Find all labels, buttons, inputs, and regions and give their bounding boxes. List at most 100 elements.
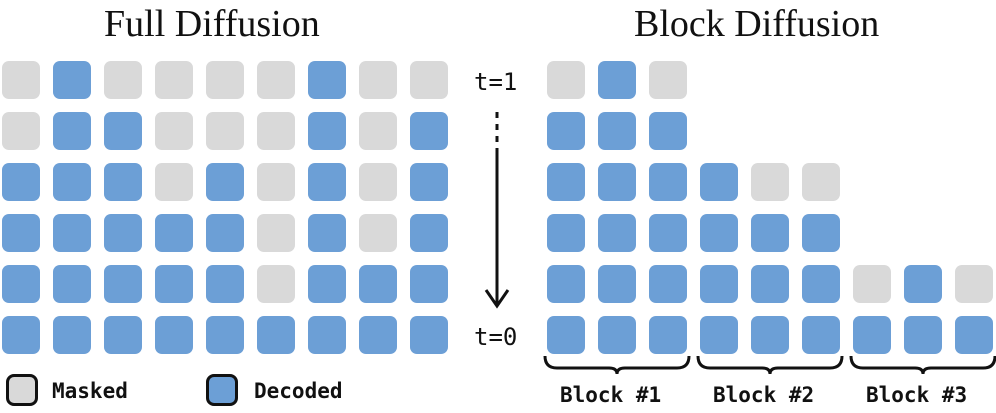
masked-token-cell [206,112,244,150]
decoded-token-cell [2,265,40,303]
masked-token-cell [853,265,891,303]
decoded-token-cell [53,163,91,201]
decoded-token-cell [308,61,346,99]
masked-token-cell [155,163,193,201]
decoded-token-cell [598,214,636,252]
decoded-token-cell [649,265,687,303]
masked-token-cell [155,112,193,150]
decoded-token-cell [955,316,993,354]
block-diffusion-title: Block Diffusion [634,3,880,45]
decoded-token-cell [308,214,346,252]
masked-token-cell [802,163,840,201]
decoded-token-cell [155,316,193,354]
masked-token-cell [257,61,295,99]
decoded-token-cell [649,214,687,252]
masked-token-cell [410,61,448,99]
decoded-token-cell [751,214,789,252]
decoded-token-cell [802,265,840,303]
decoded-token-cell [53,214,91,252]
masked-token-cell [257,163,295,201]
masked-token-cell [257,112,295,150]
legend-decoded-label: Decoded [254,379,343,403]
decoded-token-cell [547,112,585,150]
decoded-token-cell [410,265,448,303]
decoded-token-cell [104,163,142,201]
decoded-token-cell [410,163,448,201]
decoded-token-cell [206,163,244,201]
masked-token-cell [359,163,397,201]
decoded-token-cell [598,61,636,99]
decoded-token-cell [598,316,636,354]
decoded-token-cell [751,316,789,354]
masked-token-cell [155,61,193,99]
block-3-brace [849,355,996,375]
decoded-token-cell [904,265,942,303]
masked-token-cell [359,214,397,252]
decoded-token-cell [547,214,585,252]
decoded-token-cell [206,265,244,303]
block-2-brace [696,355,844,375]
decoded-token-cell [598,163,636,201]
masked-token-cell [751,163,789,201]
decoded-token-cell [547,316,585,354]
decoded-token-cell [104,214,142,252]
decoded-token-cell [598,265,636,303]
masked-token-cell [547,61,585,99]
decoded-token-cell [104,265,142,303]
decoded-token-cell [598,112,636,150]
decoded-token-cell [853,316,891,354]
decoded-token-cell [359,316,397,354]
decoded-token-cell [53,265,91,303]
masked-token-cell [955,265,993,303]
legend-masked-swatch [6,374,38,406]
decoded-token-cell [308,112,346,150]
time-end-label: t=0 [474,323,518,351]
masked-token-cell [359,112,397,150]
time-arrow-head [484,289,510,309]
decoded-token-cell [700,163,738,201]
decoded-token-cell [547,265,585,303]
decoded-token-cell [700,214,738,252]
decoded-token-cell [155,265,193,303]
decoded-token-cell [206,214,244,252]
legend-decoded-swatch [206,374,238,406]
decoded-token-cell [2,214,40,252]
decoded-token-cell [547,163,585,201]
block-1-brace [543,355,691,375]
decoded-token-cell [308,265,346,303]
decoded-token-cell [53,112,91,150]
decoded-token-cell [700,265,738,303]
legend-masked-label: Masked [52,379,128,403]
masked-token-cell [359,61,397,99]
decoded-token-cell [206,316,244,354]
block-1-label: Block #1 [560,383,662,407]
decoded-token-cell [2,163,40,201]
decoded-token-cell [155,214,193,252]
decoded-token-cell [308,316,346,354]
masked-token-cell [257,265,295,303]
block-3-label: Block #3 [866,383,968,407]
decoded-token-cell [649,163,687,201]
decoded-token-cell [649,316,687,354]
masked-token-cell [206,61,244,99]
decoded-token-cell [649,112,687,150]
decoded-token-cell [2,316,40,354]
masked-token-cell [649,61,687,99]
full-diffusion-title: Full Diffusion [104,3,320,45]
decoded-token-cell [257,316,295,354]
decoded-token-cell [410,112,448,150]
decoded-token-cell [802,316,840,354]
masked-token-cell [2,61,40,99]
decoded-token-cell [104,112,142,150]
decoded-token-cell [104,316,142,354]
time-start-label: t=1 [474,68,518,96]
masked-token-cell [257,214,295,252]
decoded-token-cell [802,214,840,252]
decoded-token-cell [700,316,738,354]
block-2-label: Block #2 [713,383,815,407]
decoded-token-cell [53,316,91,354]
decoded-token-cell [308,163,346,201]
decoded-token-cell [751,265,789,303]
